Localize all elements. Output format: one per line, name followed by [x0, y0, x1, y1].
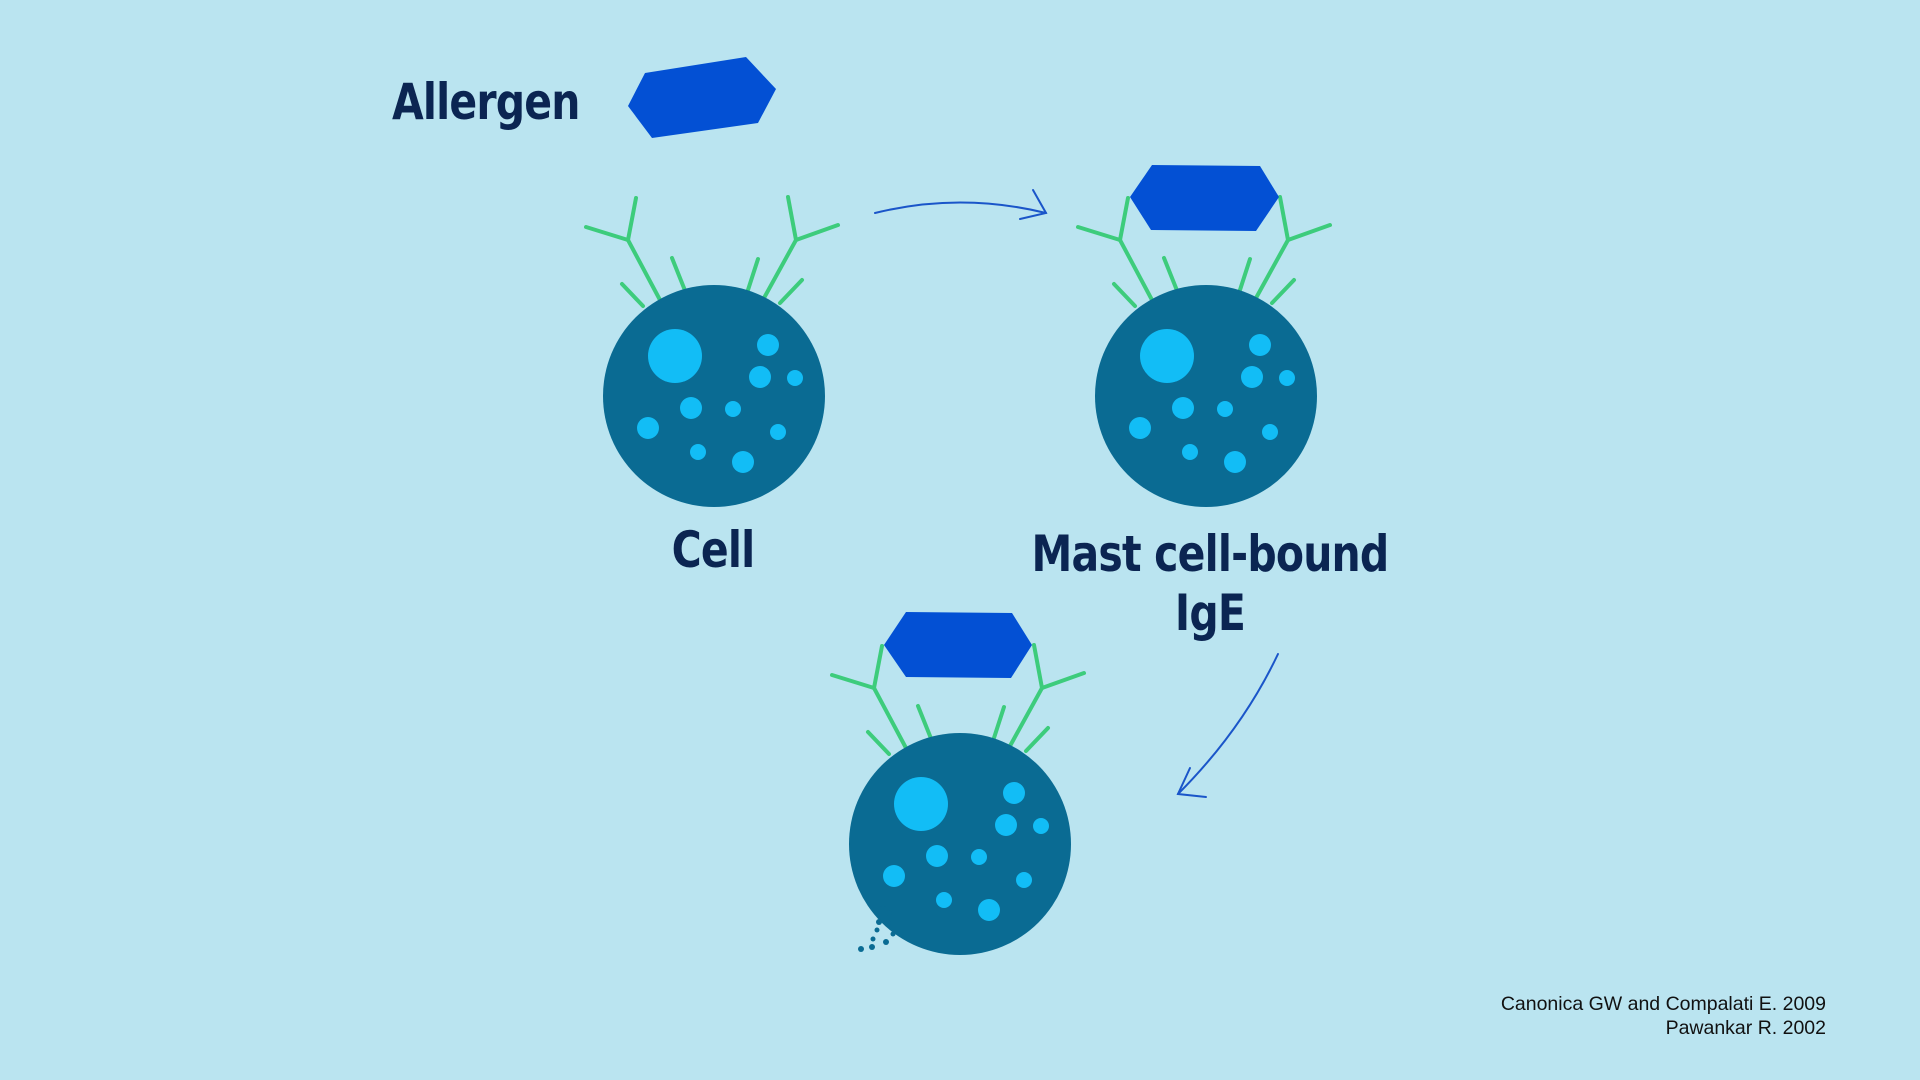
allergen-shape — [884, 612, 1032, 678]
mast-cell-icon — [603, 285, 825, 507]
citations: Canonica GW and Compalati E. 2009 Pawank… — [1501, 992, 1826, 1040]
allergen-shape — [628, 57, 776, 138]
arrow-icon — [874, 189, 1048, 220]
cell-label: Cell — [671, 521, 756, 579]
mast-cell-label-line1: Mast cell-bound — [1031, 525, 1390, 583]
released-mediators-icon — [858, 905, 896, 952]
arrow-icon — [1176, 653, 1279, 798]
cell-allergen-bound — [1076, 195, 1332, 507]
mast-cell-icon — [1095, 285, 1317, 507]
cell-degranulating — [830, 643, 1086, 955]
allergen-shape — [1130, 165, 1279, 231]
cell-with-ige — [584, 195, 840, 507]
citation: Canonica GW and Compalati E. 2009 — [1500, 993, 1826, 1015]
mast-cell-label-line2: IgE — [1174, 584, 1246, 642]
mast-cell-icon — [849, 733, 1071, 955]
mast-cell-label: Mast cell-bound IgE — [1005, 525, 1415, 643]
allergen-label: Allergen — [392, 73, 580, 131]
citation: Pawankar R. 2002 — [1665, 1017, 1826, 1039]
